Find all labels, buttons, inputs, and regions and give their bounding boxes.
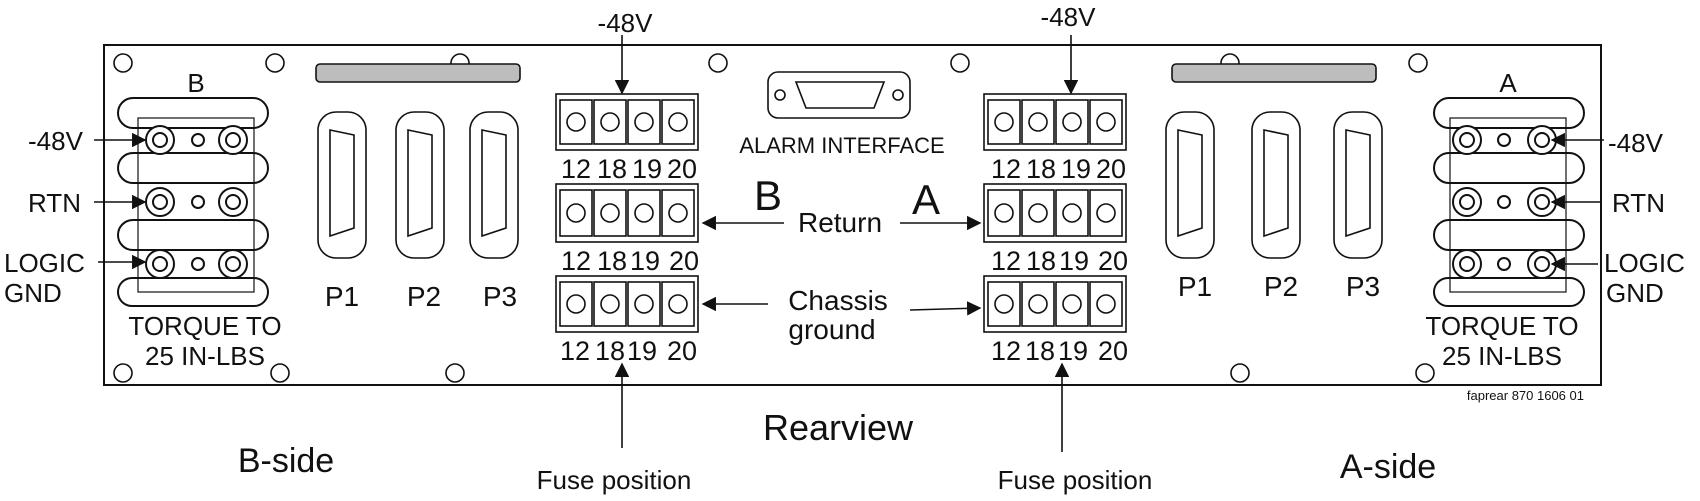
label-b-p2: P2: [407, 281, 441, 312]
label-a-gnd: GND: [1606, 278, 1664, 308]
fuse-numbers-b-mid: 12 18 19 20: [561, 246, 699, 276]
fuse-numbers-a-mid: 12 18 19 20: [991, 246, 1128, 276]
label-torque-b-l2: 25 IN-LBS: [145, 341, 265, 371]
svg-text:20: 20: [669, 246, 699, 276]
label-fuse-position-b: Fuse position: [537, 465, 692, 495]
svg-text:18: 18: [597, 154, 627, 184]
label-a-p3: P3: [1346, 271, 1380, 302]
label-rearview: Rearview: [763, 407, 914, 448]
svg-text:19: 19: [1059, 246, 1089, 276]
fuse-block-a-top: [983, 93, 1127, 151]
dsub-b-p3: [469, 111, 519, 259]
fuse-block-a-bot: [983, 275, 1127, 333]
label-side-b: B: [187, 68, 204, 98]
label-torque-b-l1: TORQUE TO: [128, 311, 281, 341]
dsub-a-p3: [1333, 111, 1383, 259]
label-b-p3: P3: [483, 281, 517, 312]
b-side-handle-bar: [315, 63, 521, 83]
label-alarm-interface: ALARM INTERFACE: [739, 133, 944, 158]
fuse-block-b-bot: [555, 275, 699, 333]
fuse-block-a-mid: [983, 183, 1127, 243]
label-a-logic: LOGIC: [1604, 248, 1685, 278]
fuse-numbers-a-bot: 12 18 19 20: [991, 336, 1128, 366]
svg-text:20: 20: [1096, 154, 1126, 184]
label-a-side: A-side: [1340, 448, 1436, 486]
svg-text:18: 18: [595, 336, 625, 366]
label-b-logic: LOGIC: [4, 248, 85, 278]
svg-text:12: 12: [560, 336, 590, 366]
label-b-gnd: GND: [4, 278, 62, 308]
fuse-block-b-mid: [555, 183, 699, 243]
svg-text:12: 12: [561, 246, 591, 276]
svg-text:18: 18: [597, 246, 627, 276]
label-top-48v-b: -48V: [598, 8, 654, 38]
svg-text:20: 20: [667, 336, 697, 366]
svg-text:19: 19: [630, 246, 660, 276]
mounting-holes: [113, 53, 1435, 383]
label-big-b: B: [754, 172, 782, 219]
dsub-a-p1: [1165, 111, 1215, 259]
label-top-48v-a: -48V: [1041, 2, 1097, 32]
svg-text:19: 19: [1058, 336, 1088, 366]
label-return: Return: [798, 207, 882, 238]
fuse-numbers-a-top: 12 18 19 20: [991, 154, 1126, 184]
power-block-a: [1433, 97, 1585, 307]
svg-text:12: 12: [991, 336, 1021, 366]
svg-text:20: 20: [667, 154, 697, 184]
a-side-handle-bar: [1171, 63, 1377, 83]
svg-text:12: 12: [991, 246, 1021, 276]
label-torque-a-l2: 25 IN-LBS: [1442, 341, 1562, 371]
fuse-numbers-b-bot: 12 18 19 20: [560, 336, 697, 366]
label-a-rtn: RTN: [1612, 188, 1665, 218]
svg-text:20: 20: [1098, 336, 1128, 366]
svg-text:12: 12: [991, 154, 1021, 184]
svg-text:20: 20: [1098, 246, 1128, 276]
label-b-rtn: RTN: [28, 188, 81, 218]
dsub-a-p2: [1251, 111, 1301, 259]
dsub-b-p2: [395, 111, 445, 259]
label-b-p1: P1: [325, 281, 359, 312]
fuse-block-b-top: [555, 93, 699, 151]
label-torque-a-l1: TORQUE TO: [1425, 311, 1578, 341]
label-big-a: A: [912, 176, 940, 223]
power-block-b: [117, 97, 269, 307]
label-ground: ground: [788, 314, 875, 345]
label-side-a: A: [1499, 68, 1517, 98]
arrows: [94, 35, 1604, 452]
label-a-48v: -48V: [1608, 128, 1664, 158]
label-b-side: B-side: [238, 442, 334, 480]
label-b-48v: -48V: [28, 126, 84, 156]
svg-text:19: 19: [632, 154, 662, 184]
svg-text:18: 18: [1026, 246, 1056, 276]
svg-text:19: 19: [1061, 154, 1091, 184]
label-footer-code: faprear 870 1606 01: [1467, 388, 1584, 403]
label-fuse-position-a: Fuse position: [998, 465, 1153, 495]
fuse-numbers-b-top: 12 18 19 20: [561, 154, 697, 184]
svg-text:12: 12: [561, 154, 591, 184]
label-chassis: Chassis: [788, 285, 888, 316]
label-a-p2: P2: [1264, 271, 1298, 302]
svg-text:19: 19: [627, 336, 657, 366]
dsub-b-p1: [317, 111, 367, 259]
alarm-connector: [767, 71, 911, 119]
label-a-p1: P1: [1178, 271, 1212, 302]
svg-text:18: 18: [1025, 336, 1055, 366]
svg-text:18: 18: [1026, 154, 1056, 184]
